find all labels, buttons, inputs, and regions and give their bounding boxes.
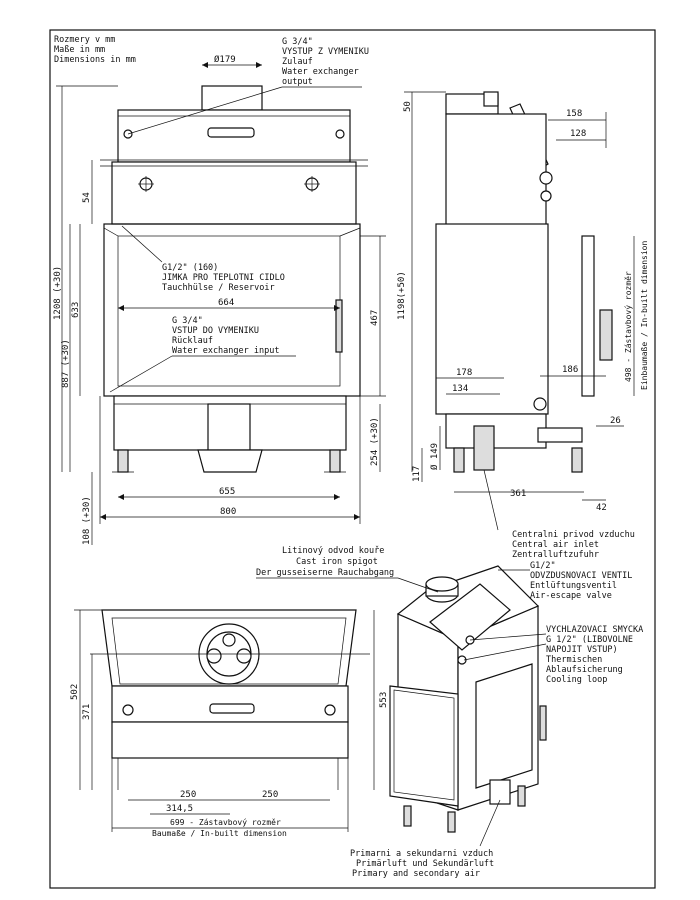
front-water-jacket — [111, 161, 357, 225]
svg-text:Cooling loop: Cooling loop — [546, 675, 607, 685]
svg-text:Primärluft und Sekundärluft: Primärluft und Sekundärluft — [356, 859, 494, 869]
primary-air-callout: Primarni a sekundarni vzduch Primärluft … — [350, 799, 501, 879]
dim-26: 26 — [610, 416, 621, 426]
side-air-inlet — [473, 425, 495, 471]
inlet-callout: G 3/4" VSTUP DO VYMENIKU Rücklauf Water … — [109, 316, 296, 393]
dim-178: 178 — [456, 368, 472, 378]
svg-text:G 3/4": G 3/4" — [172, 316, 203, 326]
svg-text:Water exchanger: Water exchanger — [282, 67, 359, 77]
svg-text:Rücklauf: Rücklauf — [172, 336, 213, 346]
front-door-frame — [103, 223, 361, 397]
air-valve-callout: G1/2" ODVZDUSNOVACI VENTIL Entlüftungsve… — [498, 561, 632, 601]
top-view: 502 371 553 250 250 314,5 699 - Zástavbo… — [70, 609, 389, 838]
dim-149: Ø 149 — [429, 443, 440, 470]
svg-text:G 1/2" (LIBOVOLNE: G 1/2" (LIBOVOLNE — [546, 635, 633, 645]
svg-text:VSTUP DO VYMENIKU: VSTUP DO VYMENIKU — [172, 326, 259, 336]
svg-text:Central air inlet: Central air inlet — [512, 540, 599, 550]
cooling-callout: VYCHLAZOVACI SMYCKA G 1/2" (LIBOVOLNE NA… — [463, 625, 643, 685]
dim-887: 887 (+30) — [61, 339, 71, 388]
front-air-box — [207, 403, 251, 451]
dim-1198: 1198(+50) — [397, 271, 407, 320]
dim-361: 361 — [510, 489, 526, 499]
dim-502: 502 — [70, 684, 80, 700]
isometric-view: Litinový odvod kouře Cast iron spigot De… — [256, 546, 643, 879]
dim-158: 158 — [566, 109, 582, 119]
dim-54: 54 — [82, 192, 92, 203]
dim-einbau: Einbaumaße / In-built dimension — [640, 241, 649, 390]
dim-50: 50 — [403, 101, 413, 112]
svg-text:Tauchhülse / Reservoir: Tauchhülse / Reservoir — [162, 283, 275, 293]
drawing-frame — [49, 29, 656, 889]
svg-text:Centralni privod vzduchu: Centralni privod vzduchu — [512, 530, 635, 540]
svg-text:ODVZDUSNOVACI VENTIL: ODVZDUSNOVACI VENTIL — [530, 571, 632, 581]
svg-text:JIMKA PRO TEPLOTNI CIDLO: JIMKA PRO TEPLOTNI CIDLO — [162, 273, 285, 283]
top-door — [111, 721, 349, 759]
svg-text:Zulauf: Zulauf — [282, 57, 313, 67]
legend-line-1: Rozmery v mm — [54, 35, 115, 45]
dim-664: 664 — [218, 298, 234, 308]
legend-line-2: Maße in mm — [54, 45, 105, 55]
sensor-callout: G1/2" (160) JIMKA PRO TEPLOTNI CIDLO Tau… — [121, 225, 285, 293]
front-flue-collar — [201, 85, 263, 111]
iso-glass-side — [475, 663, 533, 789]
svg-text:Zentralluftzufuhr: Zentralluftzufuhr — [512, 550, 599, 560]
dim-42: 42 — [596, 503, 607, 513]
front-glass — [117, 235, 341, 387]
side-view: 50 1198(+50) 158 128 178 134 186 26 Ø 14… — [397, 91, 649, 560]
dim-553: 553 — [379, 692, 389, 708]
legend-line-3: Dimensions in mm — [54, 55, 136, 65]
svg-text:G1/2": G1/2" — [530, 561, 556, 571]
dim-655: 655 — [219, 487, 235, 497]
dim-built-in-498: 498 - Zástavbový rozměr — [624, 271, 633, 382]
svg-text:Primarni a sekundarni vzduch: Primarni a sekundarni vzduch — [350, 849, 493, 859]
front-top-handle — [207, 127, 255, 138]
front-door-handle — [335, 299, 343, 353]
front-view: Ø179 54 1208 (+30) 633 887 (+30) 664 467… — [53, 37, 386, 545]
dim-699: 699 - Zástavbový rozměr — [170, 818, 281, 827]
svg-text:Cast iron spigot: Cast iron spigot — [296, 557, 378, 567]
svg-text:Ablaufsicherung: Ablaufsicherung — [546, 665, 623, 675]
svg-text:Water exchanger input: Water exchanger input — [172, 346, 279, 356]
svg-text:NAPOJIT VSTUP): NAPOJIT VSTUP) — [546, 645, 618, 655]
svg-text:Thermischen: Thermischen — [546, 655, 602, 665]
dim-371: 371 — [82, 704, 92, 720]
smoke-callout: Litinový odvod kouře Cast iron spigot De… — [256, 546, 439, 593]
dim-1208: 1208 (+30) — [53, 266, 63, 320]
outlet-callout: G 3/4" VYSTUP Z VYMENIKU Zulauf Water ex… — [127, 37, 369, 135]
dim-250-right: 250 — [262, 790, 278, 800]
dim-254: 254 (+30) — [370, 417, 380, 466]
air-inlet-callout: Centralni privod vzduchu Central air inl… — [483, 469, 635, 560]
svg-text:Primary and secondary air: Primary and secondary air — [352, 869, 480, 879]
svg-text:Air-escape valve: Air-escape valve — [530, 591, 612, 601]
svg-text:G 3/4": G 3/4" — [282, 37, 313, 47]
units-legend: Rozmery v mm Maße in mm Dimensions in mm — [54, 35, 136, 65]
svg-text:Entlüftungsventil: Entlüftungsventil — [530, 581, 617, 591]
svg-text:Litinový odvod kouře: Litinový odvod kouře — [282, 546, 384, 556]
side-frame — [581, 235, 595, 397]
dim-314-5: 314,5 — [166, 804, 193, 814]
dim-baumasse: Baumaße / In-built dimension — [152, 829, 287, 838]
iso-door — [389, 685, 459, 807]
svg-text:output: output — [282, 77, 313, 87]
dim-633: 633 — [71, 302, 81, 318]
dim-108: 108 (+30) — [82, 496, 92, 545]
dim-134: 134 — [452, 384, 468, 394]
dim-117: 117 — [412, 466, 422, 482]
svg-text:G1/2" (160): G1/2" (160) — [162, 263, 218, 273]
dim-128: 128 — [570, 129, 586, 139]
dim-800: 800 — [220, 507, 236, 517]
svg-text:Der gusseiserne Rauchabgang: Der gusseiserne Rauchabgang — [256, 568, 394, 578]
dim-467: 467 — [370, 310, 380, 326]
dim-flue-diameter: Ø179 — [214, 54, 236, 65]
dim-250-left: 250 — [180, 790, 196, 800]
dim-186: 186 — [562, 365, 578, 375]
svg-text:VYSTUP Z VYMENIKU: VYSTUP Z VYMENIKU — [282, 47, 369, 57]
side-base — [445, 413, 547, 449]
side-door-panel — [435, 223, 549, 415]
svg-text:VYCHLAZOVACI SMYCKA: VYCHLAZOVACI SMYCKA — [546, 625, 643, 635]
